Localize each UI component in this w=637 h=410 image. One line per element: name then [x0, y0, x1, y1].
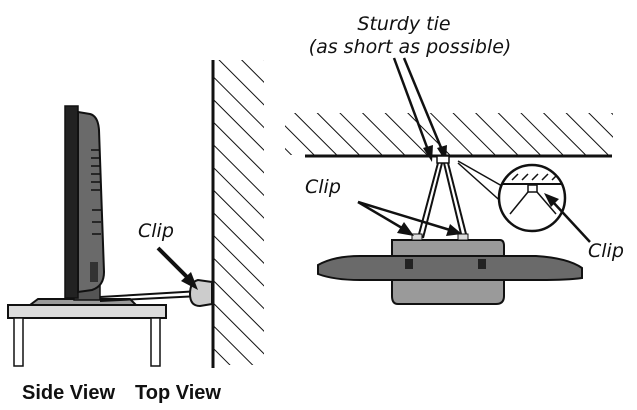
top-view: Sturdy tie (as short as possible): [285, 13, 624, 305]
clip-label-detail: Clip: [588, 240, 624, 262]
caption-top-view: Top View: [135, 382, 221, 404]
top-ties: [417, 162, 468, 239]
table: [7, 304, 167, 367]
clip-arrows-top: [357, 200, 462, 236]
caption-side-view: Side View: [22, 382, 115, 404]
wall-anchor: [436, 155, 450, 164]
wall-hatch: [214, 60, 264, 365]
tv-top-view: [317, 233, 583, 305]
clip-arrow-detail: [544, 193, 591, 243]
clip-arrow-side: [156, 246, 198, 290]
sturdy-tie-label-line1: Sturdy tie: [357, 13, 450, 35]
side-tie: [99, 290, 201, 302]
ceiling-hatch: [285, 113, 613, 155]
sturdy-tie-label-line2: (as short as possible): [309, 36, 512, 58]
clip-detail-magnifier: [497, 163, 567, 233]
tv-side-profile: [64, 105, 106, 299]
clip-label-top: Clip: [305, 176, 341, 198]
side-view: Clip: [7, 60, 264, 368]
clip-label-side: Clip: [138, 220, 174, 242]
